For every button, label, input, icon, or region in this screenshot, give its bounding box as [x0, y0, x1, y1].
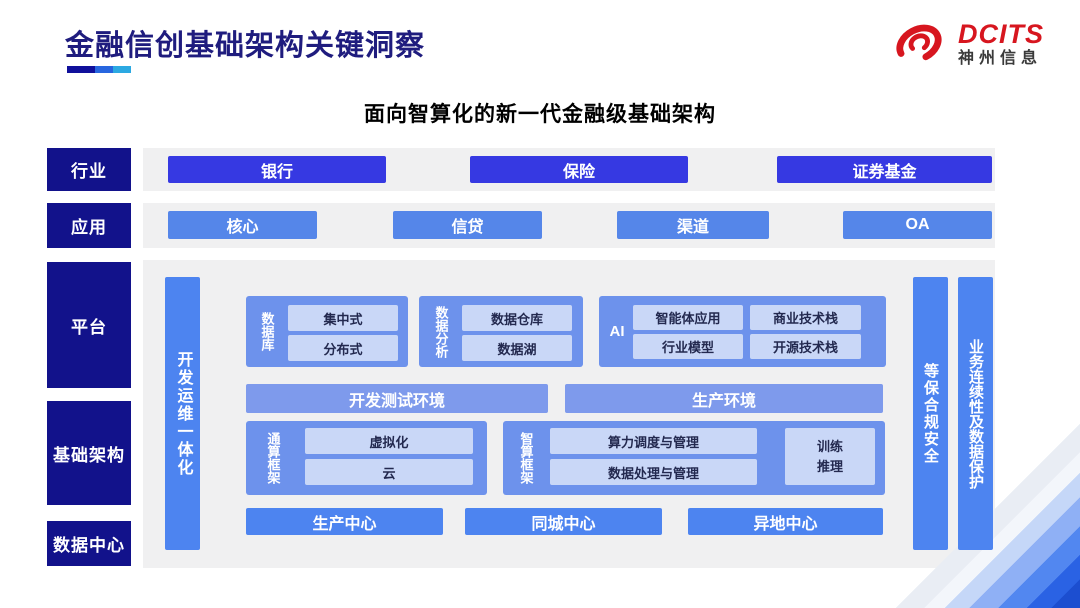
intelligent-compute-label: 智算框架 [518, 432, 534, 484]
title-underline-segment-1 [67, 66, 95, 73]
database-group-label-wrap: 数据库 [252, 296, 282, 367]
industry-item-securities: 证券基金 [777, 156, 992, 183]
application-item-credit: 信贷 [393, 211, 542, 239]
security-bar-label: 等保合规安全 [922, 362, 939, 465]
ai-group-label: AI [609, 323, 625, 340]
general-compute-item-cloud: 云 [305, 459, 473, 485]
intelligent-compute-item-dataprocessing: 数据处理与管理 [550, 459, 757, 485]
general-compute-label-wrap: 通算框架 [258, 421, 288, 495]
title-underline-segment-2 [95, 66, 113, 73]
general-compute-label: 通算框架 [265, 432, 281, 484]
title-underline-segment-3 [113, 66, 131, 73]
analytics-item-warehouse: 数据仓库 [462, 305, 572, 331]
page-title: 金融信创基础架构关键洞察 [65, 30, 426, 62]
continuity-bar-label: 业务连续性及数据保护 [967, 338, 984, 489]
rail-label-infrastructure: 基础架构 [47, 401, 131, 505]
rail-label-datacenter: 数据中心 [47, 521, 131, 566]
center-production: 生产中心 [246, 508, 443, 535]
dcits-logo: DCITS 神州信息 [890, 18, 1044, 70]
env-bar-production: 生产环境 [565, 384, 883, 413]
security-bar: 等保合规安全 [913, 277, 948, 550]
ai-item-agent-apps: 智能体应用 [633, 305, 743, 330]
analytics-item-lake: 数据湖 [462, 335, 572, 361]
general-compute-item-virtualization: 虚拟化 [305, 428, 473, 454]
ai-item-industry-models: 行业模型 [633, 334, 743, 359]
database-item-centralized: 集中式 [288, 305, 398, 331]
industry-item-insurance: 保险 [470, 156, 688, 183]
center-samecity: 同城中心 [465, 508, 662, 535]
ai-item-opensource-stack: 开源技术栈 [750, 334, 861, 359]
application-item-core: 核心 [168, 211, 317, 239]
devops-bar-label: 开发运维一体化 [174, 350, 192, 477]
application-item-oa: OA [843, 211, 992, 239]
database-group-label: 数据库 [259, 312, 275, 351]
ai-item-commercial-stack: 商业技术栈 [750, 305, 861, 330]
industry-item-bank: 银行 [168, 156, 386, 183]
intelligent-compute-item-scheduling: 算力调度与管理 [550, 428, 757, 454]
logo-brand-text: DCITS [958, 19, 1044, 49]
rail-label-platform: 平台 [47, 262, 131, 388]
center-remote: 异地中心 [688, 508, 883, 535]
diagram-title: 面向智算化的新一代金融级基础架构 [364, 103, 716, 126]
analytics-group-label-wrap: 数据分析 [426, 296, 456, 367]
devops-bar: 开发运维一体化 [165, 277, 200, 550]
env-bar-devtest: 开发测试环境 [246, 384, 548, 413]
rail-label-industry: 行业 [47, 148, 131, 191]
database-item-distributed: 分布式 [288, 335, 398, 361]
intelligent-compute-label-wrap: 智算框架 [511, 421, 541, 495]
analytics-group-label: 数据分析 [433, 305, 449, 358]
dcits-swirl-icon [896, 24, 942, 61]
rail-label-application: 应用 [47, 203, 131, 248]
logo-company-text: 神州信息 [958, 50, 1043, 67]
intelligent-compute-item-training-inference: 训练 推理 [785, 428, 875, 485]
continuity-bar: 业务连续性及数据保护 [958, 277, 993, 550]
application-item-channel: 渠道 [617, 211, 769, 239]
title-underline [67, 66, 131, 73]
